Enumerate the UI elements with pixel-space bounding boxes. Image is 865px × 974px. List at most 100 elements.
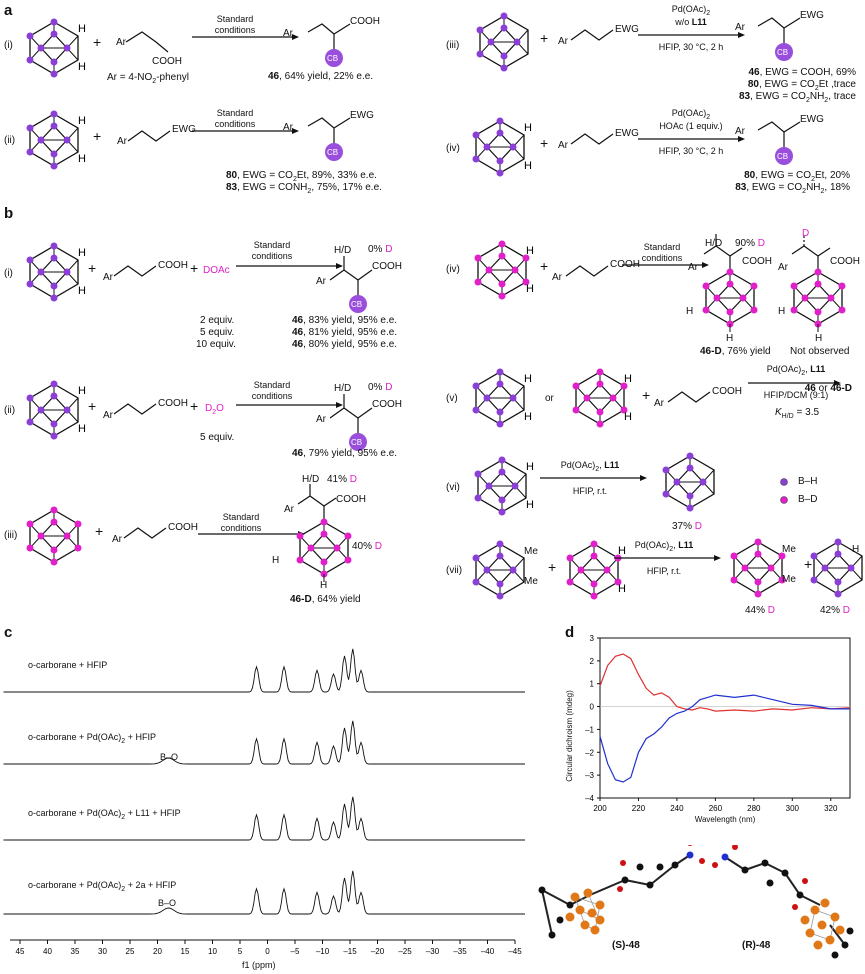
cd-ytick-label: –1: [585, 725, 594, 734]
arrow-a-iv: [638, 135, 746, 143]
trace-label-2: o-carborane + Pd(OAc)2 + HFIP: [28, 732, 156, 745]
nmr-tick-label: –25: [398, 947, 412, 956]
carborane-a-iii: [470, 10, 540, 74]
nmr-tick-label: –20: [371, 947, 385, 956]
arrow-a-iii: [638, 31, 746, 39]
product2-cooh-b-iv: COOH: [830, 256, 860, 267]
product-ewg-a-ii: EWG: [350, 110, 374, 121]
nmr-tick-label: 20: [153, 947, 162, 956]
nmr-tick-label: –45: [508, 947, 522, 956]
carborane2-b-vii: HH: [560, 538, 626, 602]
cd-ytick-label: 3: [590, 634, 595, 643]
carborane1-b-v: HH: [466, 366, 532, 430]
result2-a-iii: 80, EWG = CO2Et ,trace: [747, 79, 856, 92]
hd-b-i: H/D: [334, 245, 352, 256]
label-a-ii: (ii): [4, 135, 16, 146]
cd-xtick-label: 240: [670, 804, 684, 813]
product-ar-b-ii: Ar: [316, 414, 326, 425]
reagent-ar-b-iv: Ar: [552, 272, 562, 283]
result3-a-iii: 83, EWG = CO2NH2, trace: [738, 91, 856, 104]
product-ar-b-iii: Ar: [284, 504, 294, 515]
legend-bd-label: B–D: [798, 494, 818, 505]
result2-a-iv: 83, EWG = CO2NH2, 18%: [735, 182, 850, 195]
label-b-ii: (ii): [4, 405, 16, 416]
result1-a-iii: 46, EWG = COOH, 69%: [748, 67, 856, 78]
svg-text:H: H: [524, 160, 532, 172]
reagent-cooh-b-iii: COOH: [168, 522, 198, 533]
reagent-ar-a-iii: Ar: [558, 36, 568, 47]
trace-label-3: o-carborane + Pd(OAc)2 + L11 + HFIP: [28, 808, 181, 821]
cd-ytick-label: 0: [590, 703, 595, 712]
plus1-b-ii: +: [88, 398, 97, 414]
cd-ylabel: Circular dichroism (mdeg): [565, 690, 574, 782]
cond-b-ii: Standard conditions: [251, 380, 293, 401]
label-a-iv: (iv): [446, 143, 460, 154]
reagent-b-iv: [565, 265, 609, 277]
reagent-a-iii: [570, 29, 614, 41]
svg-text:H: H: [524, 122, 532, 134]
h-bottom-b-iv: H: [726, 333, 734, 344]
reagent-a-i: [125, 31, 169, 53]
product1-b-iv: [680, 234, 780, 332]
plus-b-iii: +: [95, 523, 104, 539]
cond2-b-vi: HFIP, r.t.: [572, 486, 608, 496]
plus-a-ii: +: [93, 128, 102, 144]
product-cooh-b-iii: COOH: [336, 494, 366, 505]
product2-b-v: 46-D: [830, 383, 852, 394]
cond1-a-iii: Pd(OAc)2: [671, 4, 711, 17]
not-observed-b-iv: Not observed: [790, 346, 850, 357]
cd-plot-frame: [599, 637, 851, 799]
cd-ylabel-wrap: Circular dichroism (mdeg): [560, 676, 574, 796]
product-cooh-a-i: COOH: [350, 16, 380, 27]
result1-a-iv: 80, EWG = CO2Et, 20%: [744, 170, 850, 183]
result-b-iii: 46-D, 64% yield: [290, 594, 361, 605]
pct-b-vi: 37% D: [672, 521, 703, 532]
cd-xtick-label: 280: [747, 804, 761, 813]
svg-text:H: H: [524, 373, 532, 385]
product-ar-b-iv: Ar: [688, 262, 698, 273]
product-ar-a-ii: Ar: [283, 122, 293, 133]
arrow-b-v: [748, 380, 841, 386]
nmr-trace-1: [3, 648, 525, 693]
cd-series-blue: [599, 694, 850, 783]
svg-text:H: H: [624, 373, 632, 385]
panel-letter-a: a: [4, 2, 13, 19]
carborane-b-vi: HH: [468, 454, 534, 518]
product-ar-a-i: Ar: [283, 28, 293, 39]
crystal-structures: [538, 845, 854, 959]
nmr-tick-label: 5: [238, 947, 243, 956]
cond3-a-iii: HFIP, 30 °C, 2 h: [658, 42, 724, 52]
equiv3-b-i: 10 equiv.: [196, 339, 236, 350]
svg-text:H: H: [524, 411, 532, 423]
cond2-a-iii: w/o L11: [675, 17, 707, 27]
dsource-b-ii: D2O: [205, 403, 224, 416]
equiv2-b-i: 5 equiv.: [200, 327, 235, 338]
product-a-i: CB: [307, 23, 351, 67]
result-a-i: 46, 64% yield, 22% e.e.: [268, 71, 374, 82]
r48-structure: [712, 845, 854, 959]
h3-b-vii: H: [852, 544, 860, 555]
hd-b-iii: H/D: [302, 474, 320, 485]
cond-b-iv: Standard conditions: [641, 242, 683, 263]
svg-text:H: H: [624, 411, 632, 423]
nmr-tick-label: 40: [43, 947, 52, 956]
plus1-b-vii: +: [548, 559, 557, 575]
svg-text:H: H: [526, 499, 534, 511]
reagent-cooh-b-ii: COOH: [158, 398, 188, 409]
product-ewg-a-iv: EWG: [800, 114, 824, 125]
carborane-b-iv: HH: [468, 238, 534, 302]
panel-letter-c: c: [4, 624, 13, 641]
h-left-b-iii: H: [272, 555, 280, 566]
nmr-trace-4: [3, 870, 525, 915]
reagent-a-ii: [127, 130, 171, 142]
product-b-iii: [268, 484, 378, 582]
product-b-i: CB: [329, 256, 373, 313]
reagent-b-i: [113, 265, 157, 277]
panel-letter-d: d: [565, 624, 575, 641]
svg-text:H: H: [618, 583, 626, 595]
reagent-a-iv: [570, 133, 614, 145]
legend-bh-dot: [780, 478, 788, 486]
cond1-b-vi: Pd(OAc)2, L11: [560, 460, 620, 473]
